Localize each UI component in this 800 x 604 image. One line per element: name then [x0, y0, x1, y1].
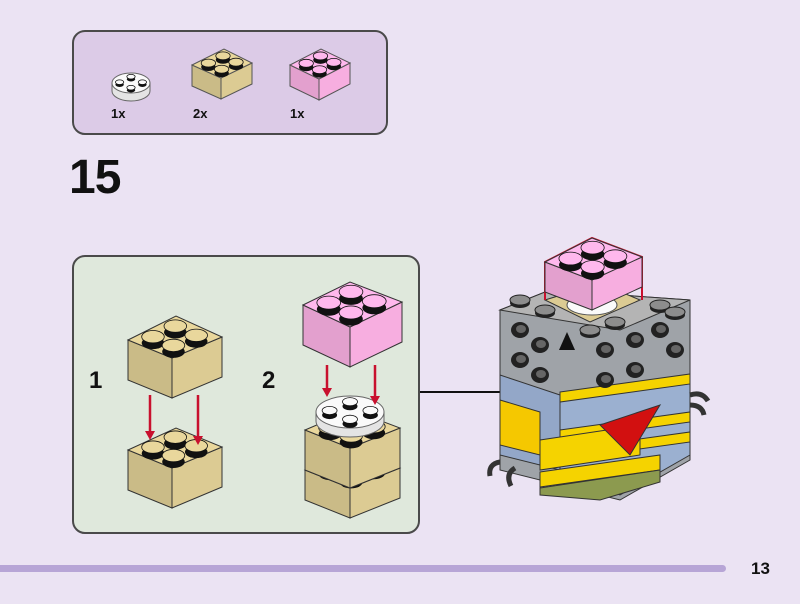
part-tan-brick: [190, 48, 254, 100]
stud-top: [298, 58, 314, 68]
white-round-plate: [315, 395, 385, 438]
red-triangle-tile: [599, 404, 662, 456]
right-hand-icon: [689, 391, 711, 416]
pink-brick: [301, 281, 404, 368]
stud-hole: [601, 375, 611, 383]
stud-top: [141, 440, 165, 454]
stud-top: [311, 65, 328, 75]
stud-top: [141, 330, 165, 344]
stud-top: [228, 57, 244, 67]
tan-brick-top: [126, 315, 224, 399]
stud-top: [161, 338, 186, 352]
stud-top: [126, 84, 136, 91]
part-pink-brick: [288, 48, 352, 101]
stud-top: [362, 294, 387, 309]
stud-top: [326, 57, 342, 67]
stud-hole: [516, 325, 526, 333]
stud-top: [184, 328, 208, 342]
placement-arrow-pink-right: [370, 365, 380, 405]
stud-hole: [601, 345, 611, 353]
stud-top: [534, 304, 556, 316]
sub-step-number-2: 2: [262, 367, 276, 394]
stud-top: [603, 249, 628, 264]
tan-brick-bottom: [126, 427, 224, 509]
stud-hole: [631, 365, 641, 373]
stud-hole: [516, 355, 526, 363]
stud-top: [316, 295, 342, 310]
stud-top: [338, 284, 364, 299]
stud-top: [342, 397, 358, 407]
stud-top: [342, 414, 358, 424]
stud-top: [215, 51, 231, 61]
stud-top: [664, 306, 686, 318]
stud-hole: [536, 370, 546, 378]
page-progress-bar: [0, 565, 726, 572]
stud-top: [214, 64, 230, 74]
stud-top: [163, 319, 187, 333]
stud-top: [200, 58, 216, 68]
up-arrow-icon: [559, 332, 575, 350]
placement-arrow-right: [193, 395, 203, 445]
stud-top: [649, 299, 671, 311]
stud-hole: [671, 345, 681, 353]
stud-top: [312, 51, 329, 61]
brick-top-face: [288, 48, 352, 80]
stud-top: [558, 251, 583, 266]
placement-arrow-pink-left: [322, 365, 332, 397]
part-white-round-plate: [111, 72, 151, 102]
stud-top: [580, 260, 605, 274]
stud-top: [604, 316, 626, 328]
yellow-side-tile: [499, 399, 541, 456]
stud-top: [115, 79, 125, 85]
part-quantity-pink-brick: 1x: [290, 106, 305, 121]
placement-arrow-left: [145, 395, 155, 440]
part-quantity-tan-brick: 2x: [193, 106, 208, 121]
green-base: [539, 469, 661, 501]
sub-step-number-1: 1: [89, 367, 103, 394]
stud-top: [362, 405, 379, 416]
stud-top: [321, 405, 338, 416]
stud-top: [579, 324, 601, 336]
stud-top: [580, 240, 605, 255]
page-number: 13: [751, 559, 770, 578]
stud-hole: [536, 340, 546, 348]
stud-top: [509, 294, 531, 306]
stud-top: [161, 448, 186, 463]
stud-top: [137, 79, 147, 85]
pink-brick-placed: [543, 237, 644, 311]
stud-top: [126, 73, 136, 80]
yellow-stripe: [559, 373, 691, 403]
stud-top: [338, 305, 364, 320]
stud-hole: [656, 325, 666, 333]
step-number: 15: [69, 151, 121, 204]
stud-hole: [631, 335, 641, 343]
stud-top: [163, 430, 187, 444]
left-hand-icon: [487, 459, 517, 488]
part-quantity-white-plate: 1x: [111, 106, 126, 121]
